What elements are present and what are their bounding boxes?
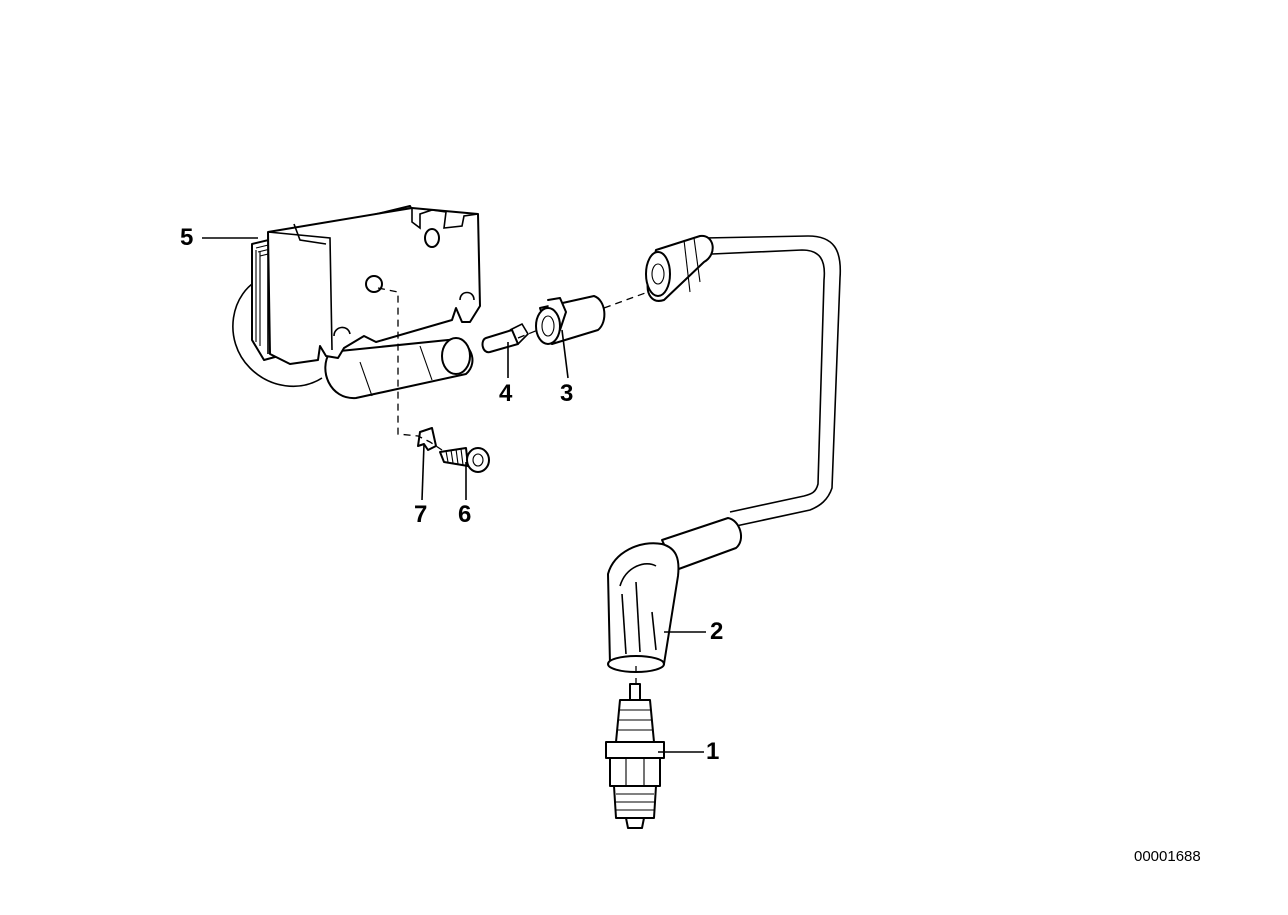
spark-plug	[605, 683, 665, 829]
callout-3: 3	[560, 380, 574, 407]
callout-6: 6	[458, 501, 472, 528]
coil-wire-loop	[232, 277, 323, 388]
callout-2: 2	[710, 618, 724, 645]
bolt	[439, 447, 490, 473]
callout-4: 4	[499, 380, 513, 407]
leader-3	[561, 329, 569, 379]
ignition-coil	[232, 205, 481, 400]
drawing-number: 00001688	[1134, 848, 1201, 865]
assembly-line-cap	[603, 291, 649, 309]
leader-7	[421, 443, 425, 501]
washer-clip	[417, 427, 437, 451]
bracket-hole-right	[424, 228, 440, 248]
connector-pin	[481, 322, 530, 354]
assembly-line-bolt	[377, 287, 443, 451]
spark-plug-cap	[607, 542, 680, 665]
assembly-line-pin	[517, 329, 539, 339]
bracket-hole-left	[365, 275, 383, 293]
ht-lead	[607, 234, 842, 673]
leader-lines	[202, 237, 706, 753]
coil-terminal-end	[441, 337, 471, 375]
connector-cap	[535, 295, 606, 345]
callout-1: 1	[706, 738, 720, 765]
callout-7: 7	[414, 501, 428, 528]
callout-5: 5	[180, 224, 194, 251]
